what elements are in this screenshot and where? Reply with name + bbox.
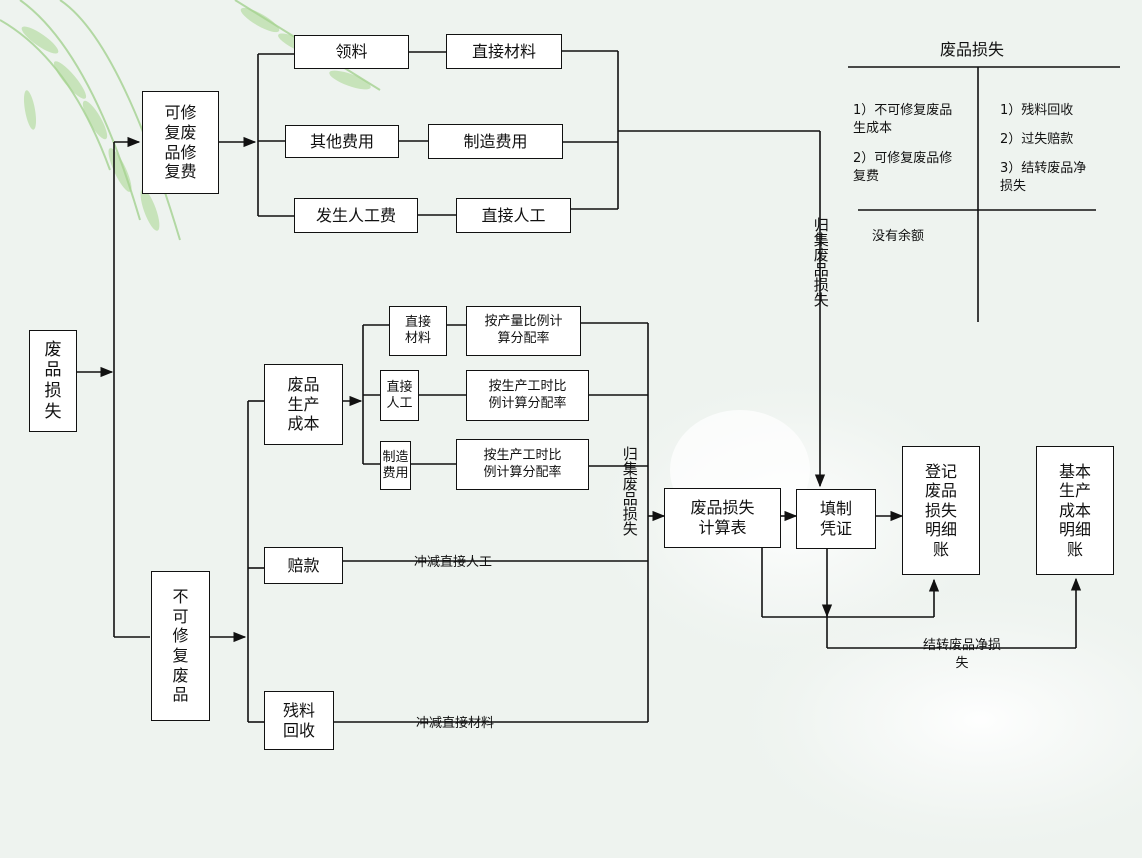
node-zhizao-feiyong-small: 制造费用 (380, 441, 411, 490)
node-label: 直接材料 (404, 315, 431, 346)
edge-label-chongjian-rengong: 冲减直接人工 (414, 555, 493, 570)
node-label: 制造费用 (463, 131, 528, 151)
node-tianzhi-pingzheng: 填制凭证 (796, 489, 876, 549)
t-account-balance: 没有余额 (872, 229, 925, 244)
node-label: 废品损失 (44, 339, 62, 422)
node-label: 领料 (335, 42, 368, 61)
node-qita-feiyong: 其他费用 (285, 125, 399, 158)
node-label: 不可修复废品 (172, 587, 189, 705)
node-kexiu-fuxiu-fei: 可修复废品修复费 (142, 91, 219, 194)
node-label: 登记废品损失明细账 (924, 461, 957, 559)
edge-label-guiji-mid: 归集废品损失 (622, 445, 638, 538)
node-feipin-sunshi: 废品损失 (29, 330, 77, 432)
t-account-debit-item: 1）不可修复废品生成本 (853, 103, 953, 136)
node-label: 残料回收 (282, 700, 315, 740)
t-account-credit-item: 3）结转废品净损失 (1000, 161, 1087, 194)
node-zhijie-cailiao-small: 直接材料 (389, 306, 447, 356)
node-fasheng-rengongfei: 发生人工费 (294, 198, 418, 233)
t-account-credit-item: 2）过失赔款 (1000, 132, 1074, 147)
node-zhizao-feiyong: 制造费用 (428, 124, 563, 159)
node-label: 直接人工 (481, 205, 546, 225)
node-label: 废品生产成本 (287, 375, 320, 434)
node-label: 按产量比例计算分配率 (484, 314, 563, 346)
node-alloc-labor-hours-2: 按生产工时比例计算分配率 (456, 439, 589, 490)
node-label: 直接人工 (386, 379, 413, 411)
node-lingliao: 领料 (294, 35, 409, 69)
node-dengji-mingxizhang: 登记废品损失明细账 (902, 446, 980, 575)
node-feipin-shengchan-chengben: 废品生产成本 (264, 364, 343, 445)
t-account-debit-item: 2）可修复废品修复费 (853, 151, 953, 184)
t-account-credit-item: 1）残料回收 (1000, 103, 1074, 118)
node-label: 填制凭证 (819, 499, 852, 538)
node-label: 按生产工时比例计算分配率 (488, 378, 567, 411)
node-alloc-labor-hours-1: 按生产工时比例计算分配率 (466, 370, 589, 421)
node-zhijie-cailiao: 直接材料 (446, 34, 562, 69)
node-alloc-output: 按产量比例计算分配率 (466, 306, 581, 356)
edge-label-guiji-top: 归集废品损失 (813, 216, 829, 309)
node-sunshi-jisuanbiao: 废品损失计算表 (664, 488, 781, 548)
node-jiben-shengchan-mingxizhang: 基本生产成本明细账 (1036, 446, 1114, 575)
edge-label-chongjian-cailiao: 冲减直接材料 (416, 716, 495, 731)
node-zhijie-rengong-small: 直接人工 (380, 370, 419, 421)
node-label: 其他费用 (309, 131, 374, 151)
node-label: 发生人工费 (315, 205, 396, 225)
node-peikuan: 赔款 (264, 547, 343, 584)
node-label: 制造费用 (382, 449, 409, 481)
node-label: 废品损失计算表 (690, 498, 755, 537)
t-account-title: 废品损失 (940, 40, 1005, 59)
edge-label-jiezhuan: 结转废品净损失 (922, 638, 1001, 671)
node-canliao-huishou: 残料回收 (264, 691, 334, 750)
node-label: 赔款 (287, 555, 320, 575)
node-label: 直接材料 (471, 41, 536, 61)
node-label: 可修复废品修复费 (164, 103, 197, 182)
node-zhijie-rengong: 直接人工 (456, 198, 571, 233)
node-label: 基本生产成本明细账 (1058, 461, 1091, 559)
node-label: 按生产工时比例计算分配率 (483, 447, 562, 480)
node-bukexiu-feipin: 不可修复废品 (151, 571, 210, 721)
